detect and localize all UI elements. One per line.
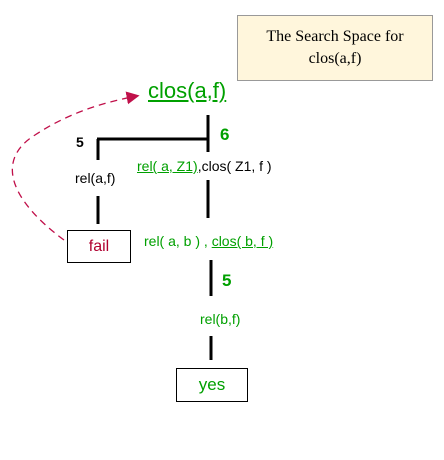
title-line-1: The Search Space for (266, 28, 404, 45)
mid-goal-part2: clos( b, f ) (211, 233, 274, 249)
root-goal: clos(a,f) (148, 78, 227, 103)
right-goal: rel( a, Z1),clos( Z1, f ) (137, 158, 272, 174)
right-branch-label: 6 (220, 125, 230, 144)
backtrack-arrow (11, 91, 140, 241)
yes-label: yes (198, 375, 226, 394)
right-goal-part1: rel( a, Z1) (137, 158, 198, 174)
mid-goal-part1: rel( a, b ) , (144, 233, 212, 249)
mid-goal: rel( a, b ) , clos( b, f ) (144, 233, 273, 249)
lower-branch-label: 5 (222, 271, 232, 290)
lower-goal: rel(b,f) (200, 311, 241, 327)
yes-box: yes (176, 368, 248, 402)
left-goal: rel(a,f) (75, 170, 116, 186)
left-branch-label: 5 (76, 134, 84, 150)
fail-box: fail (67, 230, 131, 263)
title-box: The Search Space for clos(a,f) (237, 15, 433, 81)
right-goal-part2: ,clos( Z1, f ) (197, 158, 272, 174)
title-line-2: clos(a,f) (308, 50, 362, 67)
fail-label: fail (88, 237, 110, 255)
